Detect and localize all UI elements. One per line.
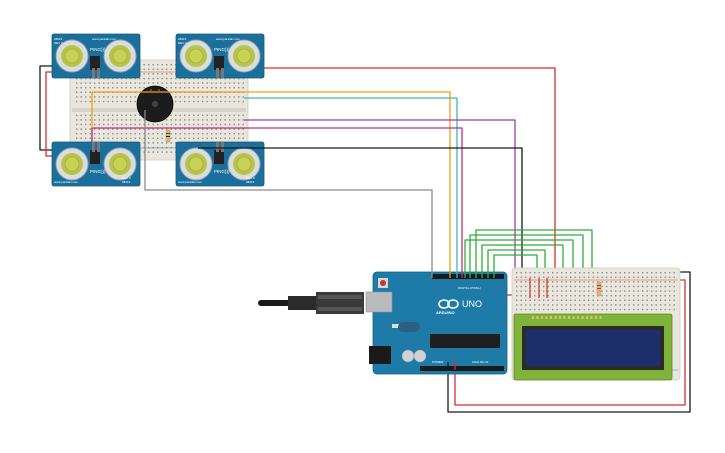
lcd-pin-header [532,316,602,319]
resistor-right[interactable] [596,281,602,297]
wire-orange [92,91,451,270]
usb-cable[interactable] [258,292,364,314]
sensor-bottom-right[interactable]: PING))) www.parallax.com 28015 REV C [175,141,265,187]
sensor-site: www.parallax.com [216,37,241,41]
sensor-rev: REV C [122,176,132,180]
wire-green-4 [481,244,564,280]
sensor-site: www.parallax.com [54,180,79,184]
wire-green-5 [487,249,546,280]
sensor-bottom-left[interactable]: PING))) www.parallax.com 28015 REV C [51,141,141,187]
sensor-top-right[interactable]: 28015 www.parallax.com PING))) REV C [175,33,265,79]
sensor-code: 28015 [246,180,255,184]
power-label: POWER [432,360,444,364]
sensor-code: 28015 [54,37,63,41]
wire-green-1 [464,239,574,280]
sensor-rev: REV C [54,41,64,45]
wire-gray [144,110,433,270]
sensor-site: www.parallax.com [92,37,117,41]
sensor-model: PING))) [214,169,230,174]
sensor-top-left[interactable]: 28015 www.parallax.com PING))) REV C [51,33,141,79]
wire-magenta [92,127,463,270]
arduino-model: UNO [462,299,482,309]
arduino-brand: ARDUINO [436,310,455,315]
sensor-rev: REV C [178,41,188,45]
sensor-code: 28015 [122,180,131,184]
red-jumpers-right [529,278,548,298]
piezo-buzzer[interactable] [136,85,174,123]
arduino-header-wires [431,270,495,370]
digital-label: DIGITAL (PWM~) [458,286,481,290]
sensor-model: PING))) [214,47,230,52]
wire-black-right [198,147,523,280]
sensor-site: www.parallax.com [178,180,203,184]
wire-red-bottom [454,279,686,406]
analog-label: ANALOG IN [472,360,488,364]
wire-cyan [244,97,458,270]
wire-green-2 [469,234,584,280]
sensor-model: PING))) [90,169,106,174]
wires [39,65,691,413]
wire-purple-1 [244,119,516,280]
sensor-rev: REV C [246,176,256,180]
wire-green-6 [493,254,538,280]
arduino-uno-board[interactable]: UNO ARDUINO DIGITAL (PWM~) POWER ANALOG … [365,271,508,375]
resistor-top[interactable] [165,129,171,143]
wire-black-bottom [447,271,691,413]
wire-red-left-loop [45,71,52,157]
sensor-code: 28015 [178,37,187,41]
sensor-model: PING))) [90,47,106,52]
lcd-display[interactable] [513,313,673,381]
wire-red-top [264,67,556,280]
wire-green-3 [475,229,593,280]
